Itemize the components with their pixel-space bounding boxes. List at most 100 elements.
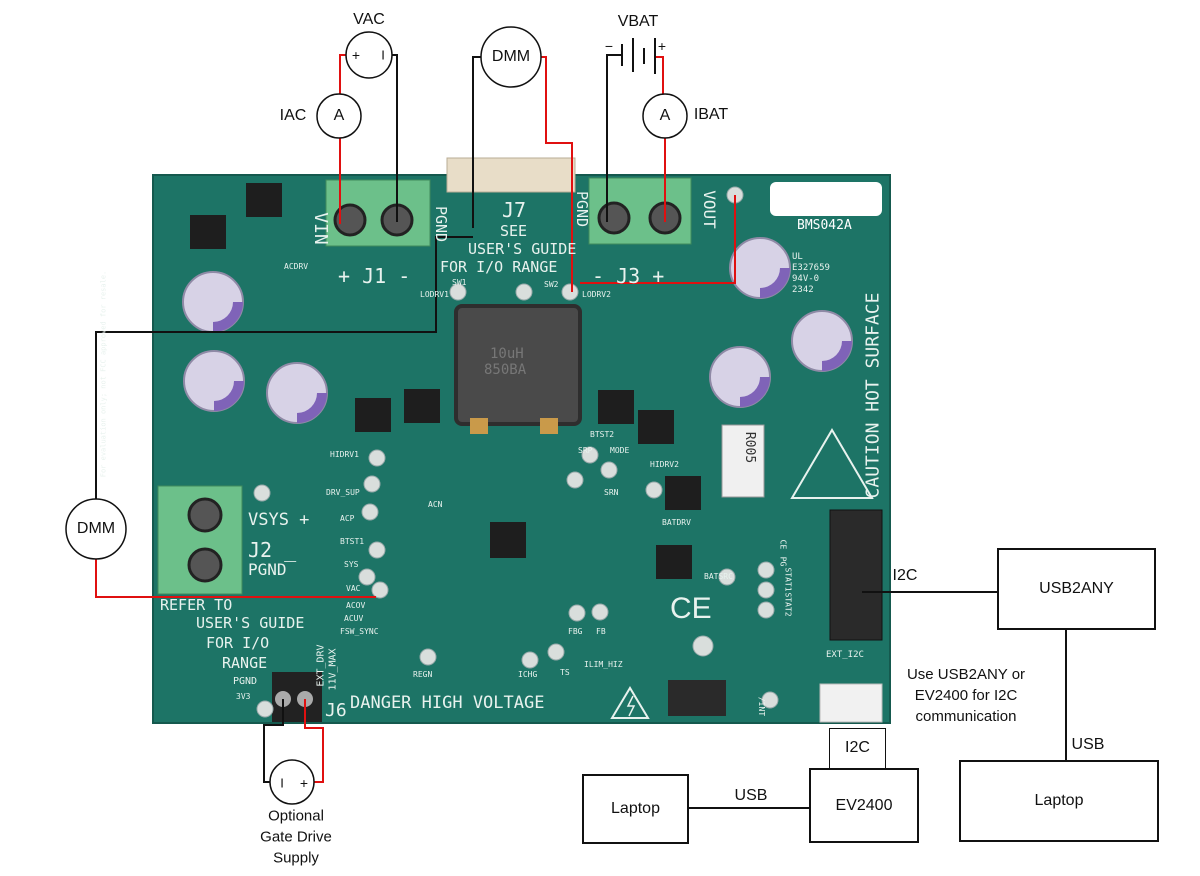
tp-fbg: FBG <box>568 627 583 636</box>
j7-pgnd-label: PGND <box>432 205 451 243</box>
tp-batdrv: BATDRV <box>662 518 691 527</box>
j1-label: + J1 - <box>338 264 411 288</box>
tp-hidrv2: HIDRV2 <box>650 460 679 469</box>
max-voltage-label: 11V_MAX <box>327 648 339 691</box>
tp-regn: REGN <box>413 670 433 679</box>
tp-ichg: ICHG <box>518 670 538 679</box>
ibat-label: IBAT <box>693 106 729 123</box>
usb-right-label: USB <box>1071 736 1105 753</box>
ext-i2c-label: EXT_I2C <box>826 650 864 660</box>
refer-guide-2: USER'S GUIDE <box>196 614 305 632</box>
vbat-plus: + <box>657 38 667 54</box>
resistor-label: R005 <box>742 431 758 464</box>
see-guide-1: SEE <box>500 222 528 240</box>
gate-supply-plus: + <box>299 775 309 791</box>
i2c-header <box>668 509 883 723</box>
ul-line: E327659 <box>792 263 830 273</box>
ce-mark: CE <box>670 592 712 625</box>
tp-ce: CE <box>778 539 788 550</box>
i2c-note: Use USB2ANY or EV2400 for I2C communicat… <box>886 664 1046 727</box>
gate-supply-label-1: Optional <box>268 807 324 825</box>
j7-label: J7 <box>502 198 527 222</box>
tp-batsrc: BATSRC <box>704 572 733 581</box>
ul-marking: UL E327659 94V-0 2342 <box>792 252 830 296</box>
danger-label: DANGER HIGH VOLTAGE <box>350 693 545 713</box>
refer-guide-3: FOR I/O <box>206 634 270 652</box>
j7-connector <box>446 157 576 193</box>
dmm-left-icon <box>65 498 127 560</box>
j2-label: J2 _ <box>248 538 297 562</box>
inductor-code: 850BA <box>484 362 527 378</box>
j2-pgnd-label: PGND <box>248 560 287 579</box>
tp-acn: ACN <box>428 500 443 509</box>
tp-fb: FB <box>596 627 606 636</box>
ibat-ammeter-symbol: A <box>659 107 671 124</box>
vin-label: VIN <box>309 212 331 245</box>
vac-minus: I <box>381 47 385 63</box>
board-id: BMS042A <box>797 218 852 233</box>
fcc-note: For evaluation only; not FCC approved fo… <box>99 270 108 478</box>
tp-srn: SRN <box>604 488 619 497</box>
j1-terminal-block <box>325 179 431 247</box>
inductor <box>454 304 582 426</box>
j3-label: - J3 + <box>592 264 665 288</box>
i2c-ev2400-box: I2C <box>829 728 886 770</box>
refer-guide-1: REFER TO <box>160 596 233 614</box>
tp-acov: ACOV <box>346 601 366 610</box>
usb2any-box: USB2ANY <box>997 548 1156 630</box>
dmm-top-label: DMM <box>491 48 531 65</box>
gate-supply-label-3: Supply <box>273 849 319 867</box>
iac-ammeter-symbol: A <box>333 107 345 124</box>
battery-icon <box>621 38 656 74</box>
i2c-note-line: Use USB2ANY or <box>906 666 1026 683</box>
tp-btst1: BTST1 <box>340 537 365 546</box>
gate-supply-minus: I <box>280 775 284 791</box>
tp-btst2: BTST2 <box>590 430 615 439</box>
tp-acp: ACP <box>340 514 355 523</box>
gate-supply-label-2: Gate Drive <box>260 828 332 846</box>
j3-terminal-block <box>588 177 692 245</box>
j2-terminal-block <box>157 485 243 595</box>
vsys-label: VSYS + <box>248 510 310 530</box>
hot-surface-warning-icon <box>790 428 874 499</box>
tp-3v3: 3V3 <box>236 692 251 701</box>
tp-fsw-sync: FSW_SYNC <box>340 627 379 636</box>
test-points <box>253 186 779 718</box>
high-voltage-warning-icon <box>610 686 650 719</box>
tp-stat1: STAT1 <box>783 567 793 592</box>
tp-ilim-hiz: ILIM_HIZ <box>584 660 623 669</box>
j6-terminal-block <box>272 672 322 722</box>
caution-label: CAUTION HOT SURFACE <box>862 292 884 499</box>
current-sense-resistor <box>721 424 765 498</box>
laptop-left-box: Laptop <box>582 774 689 844</box>
ev2400-box: EV2400 <box>809 768 919 843</box>
gate-supply-icon <box>269 759 315 805</box>
tp-lodrv1: LODRV1 <box>420 290 449 299</box>
tp-sw2: SW2 <box>544 280 559 289</box>
ul-line: 2342 <box>792 285 814 295</box>
vac-label: VAC <box>353 11 385 28</box>
i2c-note-line: EV2400 for I2C <box>914 687 1018 704</box>
ul-line: UL <box>792 252 803 262</box>
ibat-ammeter-icon <box>642 93 688 139</box>
i2c-usb2any-label: I2C <box>892 567 918 584</box>
j3-pgnd-label: PGND <box>573 190 592 228</box>
tp-acdrv: ACDRV <box>284 262 309 271</box>
ic-chips <box>190 183 701 579</box>
wires-positive <box>95 54 736 783</box>
tp-lodrv2: LODRV2 <box>582 290 611 299</box>
vac-source-icon <box>345 31 393 79</box>
ul-line: 94V-0 <box>792 274 820 284</box>
j6-label: J6 <box>325 700 347 721</box>
i2c-note-line: communication <box>915 708 1017 725</box>
usb-left-label: USB <box>734 787 768 804</box>
tp-ts: TS <box>560 668 570 677</box>
vout-label: VOUT <box>699 190 719 229</box>
iac-label: IAC <box>279 107 307 124</box>
tp-vac: VAC <box>346 584 361 593</box>
ext-drv-label: EXT_DRV <box>315 644 327 687</box>
blank-label-area <box>770 182 882 216</box>
tp-stat2: STAT2 <box>783 592 793 617</box>
